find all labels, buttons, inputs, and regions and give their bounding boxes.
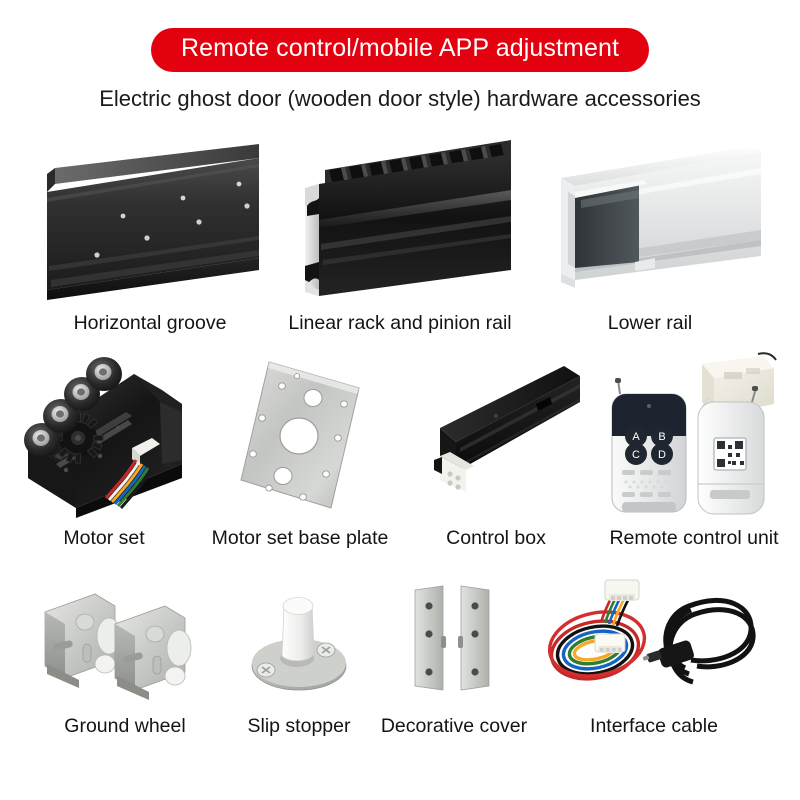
product-item-control-box: Control box bbox=[398, 352, 594, 549]
page-subtitle: Electric ghost door (wooden door style) … bbox=[99, 86, 701, 111]
remote-button-a: A bbox=[632, 431, 640, 443]
product-item-linear-rack-rail: Linear rack and pinion rail bbox=[275, 140, 525, 334]
remote-button-d: D bbox=[658, 449, 666, 461]
product-item-remote-control-unit: A B C D bbox=[594, 352, 794, 549]
item-label: Interface cable bbox=[590, 715, 718, 737]
item-label: Decorative cover bbox=[380, 715, 528, 737]
motor-set-image bbox=[14, 352, 194, 518]
product-row-1: Horizontal groove bbox=[0, 140, 800, 334]
product-item-decorative-cover: Decorative cover bbox=[374, 578, 534, 737]
interface-cable-image bbox=[539, 578, 769, 703]
item-label: Linear rack and pinion rail bbox=[288, 312, 512, 334]
product-item-horizontal-groove: Horizontal groove bbox=[25, 140, 275, 334]
product-row-2: Motor set bbox=[0, 352, 800, 549]
product-item-motor-set: Motor set bbox=[6, 352, 202, 549]
item-label: Horizontal groove bbox=[73, 312, 227, 334]
item-label: Ground wheel bbox=[64, 715, 186, 737]
remote-control-unit-image: A B C D bbox=[602, 352, 787, 517]
item-label: Control box bbox=[446, 527, 546, 549]
control-box-image bbox=[404, 352, 589, 517]
decorative-cover-image bbox=[399, 578, 509, 703]
remote-button-b: B bbox=[658, 431, 665, 443]
product-item-lower-rail: Lower rail bbox=[525, 140, 775, 334]
product-item-motor-base-plate: Motor set base plate bbox=[202, 352, 398, 549]
item-label: Remote control unit bbox=[609, 527, 779, 549]
item-label: Motor set bbox=[63, 527, 145, 549]
slip-stopper-image bbox=[242, 578, 357, 703]
motor-set-base-plate-image bbox=[225, 352, 375, 517]
item-label: Slip stopper bbox=[247, 715, 351, 737]
feature-badge: Remote control/mobile APP adjustment bbox=[150, 28, 650, 72]
product-item-slip-stopper: Slip stopper bbox=[224, 578, 374, 737]
lower-rail-image bbox=[535, 140, 765, 300]
remote-button-c: C bbox=[632, 449, 640, 461]
product-item-ground-wheel: Ground wheel bbox=[26, 578, 224, 737]
horizontal-groove-image bbox=[35, 140, 265, 300]
product-row-3: Ground wheel bbox=[0, 578, 800, 737]
item-label: Motor set base plate bbox=[211, 527, 389, 549]
product-item-interface-cable: Interface cable bbox=[534, 578, 774, 737]
linear-rack-and-pinion-rail-image bbox=[285, 140, 515, 300]
item-label: Lower rail bbox=[607, 312, 693, 334]
header-badge-row: Remote control/mobile APP adjustment bbox=[0, 28, 800, 72]
ground-wheel-image bbox=[35, 578, 215, 703]
